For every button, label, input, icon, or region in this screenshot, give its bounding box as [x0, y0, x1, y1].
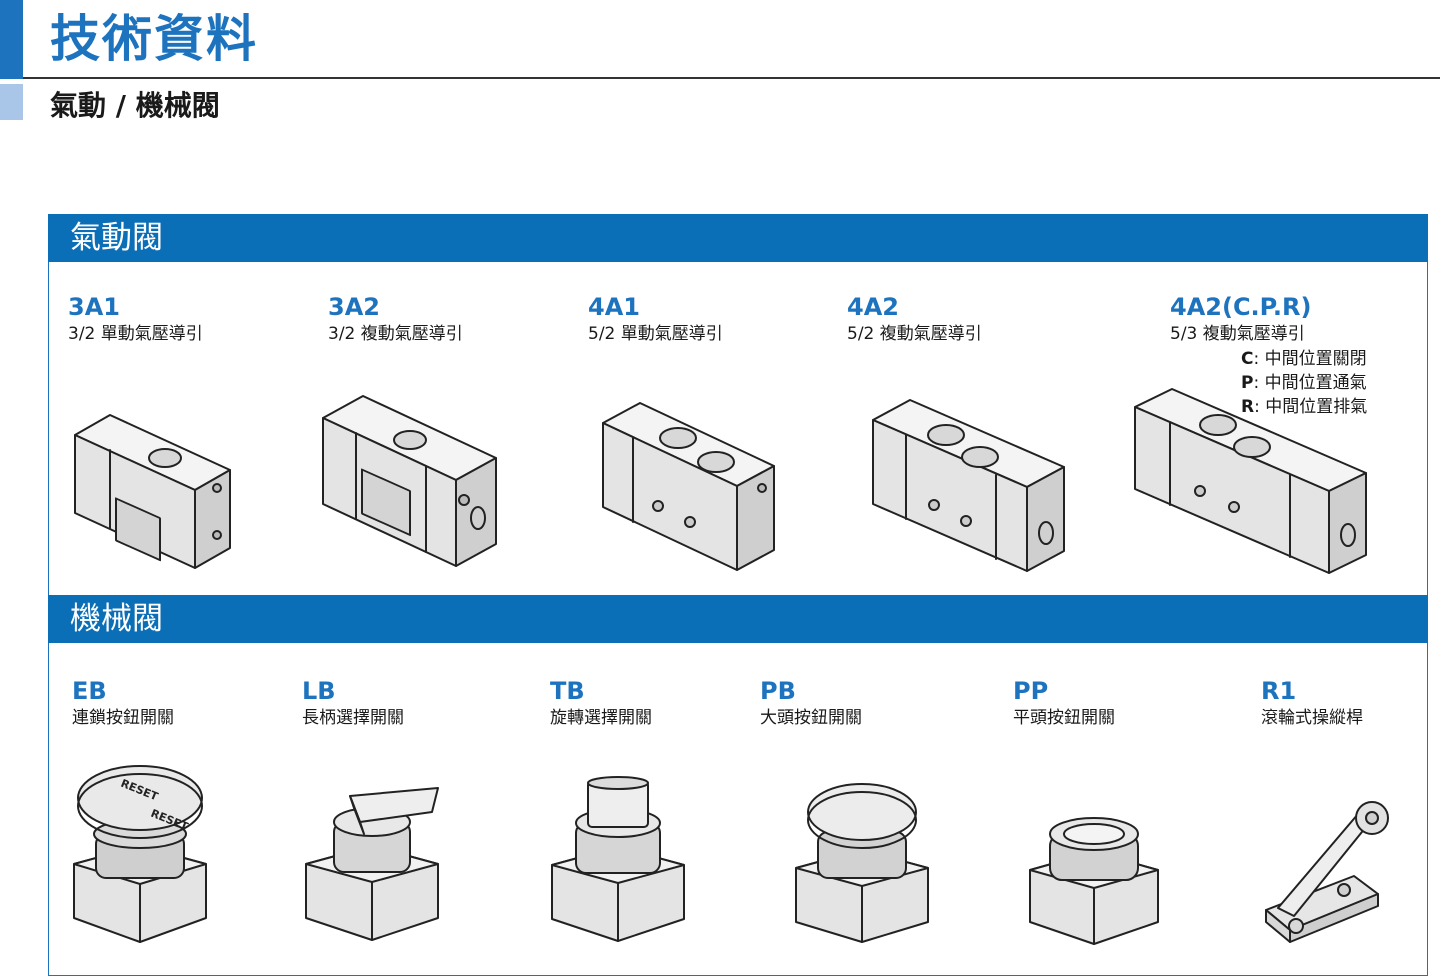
item-4a2: 4A2 5/2 複動氣壓導引: [847, 292, 982, 346]
mode-p: P: 中間位置通氣: [1241, 373, 1367, 393]
valve-3a1-icon: [70, 410, 235, 570]
mushroom-button-icon: [792, 780, 932, 946]
item-lb: LB 長柄選擇開關: [302, 676, 404, 730]
mode-r: R: 中間位置排氣: [1241, 397, 1368, 417]
item-desc: 5/3 複動氣壓導引: [1170, 324, 1305, 344]
mode-c: C: 中間位置關閉: [1241, 349, 1367, 369]
item-code: PP: [1013, 677, 1049, 705]
item-4a2-cpr: 4A2(C.P.R) 5/3 複動氣壓導引: [1170, 292, 1311, 346]
cpr-mode-list: C: 中間位置關閉 P: 中間位置通氣 R: 中間位置排氣: [1241, 347, 1367, 419]
item-desc: 長柄選擇開關: [302, 708, 404, 728]
item-code: 4A2(C.P.R): [1170, 293, 1312, 321]
valve-4a1-icon: [598, 398, 778, 574]
mechanical-section-header: 機械閥: [48, 595, 1428, 643]
item-4a1: 4A1 5/2 單動氣壓導引: [588, 292, 723, 346]
item-code: TB: [550, 677, 585, 705]
item-code: 4A2: [847, 293, 899, 321]
item-code: PB: [760, 677, 796, 705]
item-desc: 滾輪式操縱桿: [1261, 708, 1363, 728]
item-code: 4A1: [588, 293, 640, 321]
page-title: 技術資料: [50, 9, 258, 68]
mechanical-section-panel: [48, 642, 1428, 976]
rotary-selector-icon: [548, 775, 688, 945]
item-tb: TB 旋轉選擇開關: [550, 676, 652, 730]
item-desc: 旋轉選擇開關: [550, 708, 652, 728]
item-code: LB: [302, 677, 336, 705]
item-code: R1: [1261, 677, 1297, 705]
item-desc: 5/2 複動氣壓導引: [847, 324, 982, 344]
item-eb: EB 連鎖按鈕開關: [72, 676, 174, 730]
page-subtitle: 氣動 / 機械閥: [50, 89, 220, 122]
title-divider: [23, 77, 1440, 79]
item-3a1: 3A1 3/2 單動氣壓導引: [68, 292, 203, 346]
item-desc: 平頭按鈕開關: [1013, 708, 1115, 728]
emergency-button-icon: RESET RESET: [70, 760, 210, 946]
pneumatic-section-header: 氣動閥: [48, 214, 1428, 262]
valve-3a2-icon: [318, 388, 500, 570]
item-pb: PB 大頭按鈕開關: [760, 676, 862, 730]
item-code: 3A2: [328, 293, 380, 321]
item-r1: R1 滾輪式操縱桿: [1261, 676, 1363, 730]
lever-selector-icon: [302, 778, 442, 944]
title-accent-bar: [0, 0, 23, 79]
item-pp: PP 平頭按鈕開關: [1013, 676, 1115, 730]
valve-4a2-icon: [868, 395, 1068, 575]
item-desc: 3/2 複動氣壓導引: [328, 324, 463, 344]
valve-4a2cpr-icon: [1130, 385, 1370, 577]
item-3a2: 3A2 3/2 複動氣壓導引: [328, 292, 463, 346]
item-code: EB: [72, 677, 107, 705]
flat-button-icon: [1026, 812, 1162, 948]
item-desc: 5/2 單動氣壓導引: [588, 324, 723, 344]
item-code: 3A1: [68, 293, 120, 321]
roller-lever-icon: [1258, 798, 1398, 944]
subtitle-accent-bar: [0, 84, 23, 120]
item-desc: 連鎖按鈕開關: [72, 708, 174, 728]
item-desc: 大頭按鈕開關: [760, 708, 862, 728]
item-desc: 3/2 單動氣壓導引: [68, 324, 203, 344]
